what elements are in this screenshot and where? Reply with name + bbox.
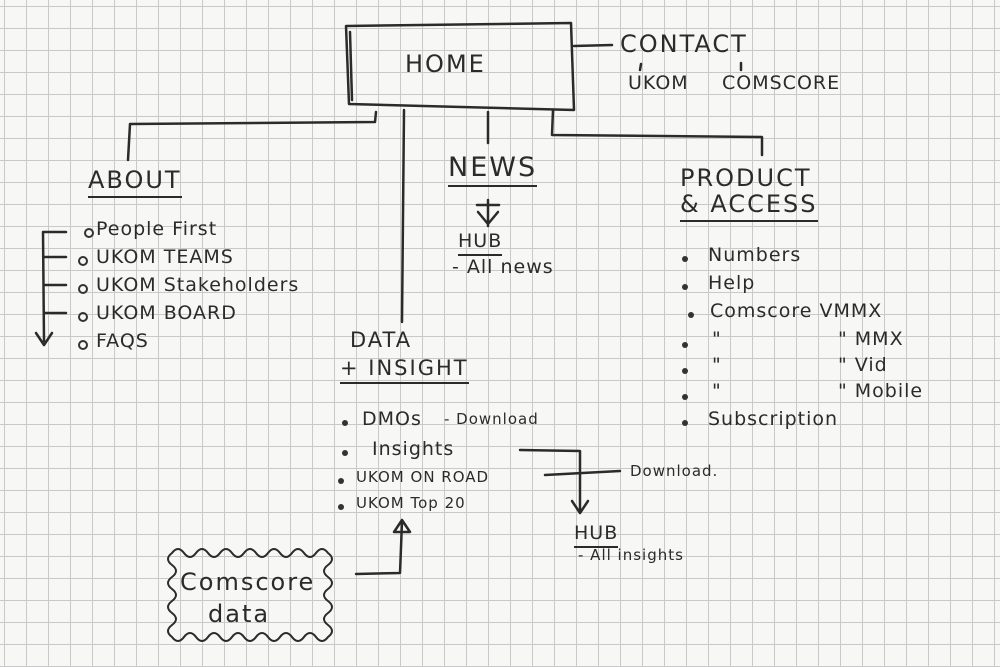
- home-box-double-line: [348, 30, 354, 102]
- product-item-mmx: " MMX: [838, 328, 904, 350]
- about-bracket: [34, 230, 68, 347]
- contact-item-ukom: UKOM: [628, 72, 689, 94]
- home-to-about-line: [126, 110, 378, 162]
- product-title-line1: PRODUCT: [680, 164, 812, 192]
- news-title: NEWS: [448, 152, 538, 187]
- comscore-cloud: [167, 548, 333, 642]
- about-item-ukom-stakeholders: UKOM Stakeholders: [96, 274, 300, 296]
- product-item-comscore-vmmx: Comscore VMMX: [710, 300, 883, 322]
- about-item-faqs: FAQS: [96, 330, 149, 352]
- data-item-ukom-on-road: UKOM ON ROAD: [356, 468, 490, 486]
- comscore-label-line2: data: [208, 600, 271, 628]
- product-bullet: [682, 284, 688, 290]
- home-to-data-line: [400, 108, 406, 324]
- about-bullet: [84, 228, 94, 238]
- home-label: HOME: [405, 50, 486, 78]
- about-bullet: [78, 340, 88, 350]
- about-bullet: [78, 284, 88, 294]
- contact-item-comscore: COMSCORE: [722, 72, 841, 94]
- news-hub-title: HUB: [458, 230, 503, 256]
- insights-hub-item: - All insights: [578, 546, 684, 564]
- news-hub-item: - All news: [452, 256, 554, 278]
- road-to-download-line: [543, 469, 622, 477]
- product-bullet: [682, 342, 688, 348]
- product-bullet: [688, 312, 694, 318]
- product-item-subscription: Subscription: [708, 408, 839, 430]
- product-bullet: [682, 394, 688, 400]
- product-ditto-2: ": [712, 354, 722, 376]
- data-road-download: Download.: [630, 462, 719, 480]
- data-item-ukom-top-20: UKOM Top 20: [356, 494, 466, 512]
- about-item-people-first: People First: [96, 218, 218, 240]
- about-title: ABOUT: [88, 166, 182, 198]
- data-item-insights: Insights: [372, 438, 455, 460]
- home-box: [344, 21, 576, 112]
- data-bullet: [342, 450, 348, 456]
- insights-to-hub-arrow: [518, 448, 590, 515]
- news-to-hub-arrow: [475, 198, 501, 228]
- product-item-numbers: Numbers: [708, 244, 802, 266]
- product-ditto-3: ": [712, 380, 722, 402]
- about-bullet: [78, 312, 88, 322]
- product-item-help: Help: [708, 272, 756, 294]
- data-bullet: [342, 420, 348, 426]
- insights-hub-title: HUB: [574, 522, 619, 548]
- product-ditto-1: ": [712, 328, 722, 350]
- about-item-ukom-teams: UKOM TEAMS: [96, 246, 234, 268]
- contact-title: CONTACT: [620, 30, 748, 58]
- data-dmos-download: - Download: [444, 410, 539, 428]
- data-bullet: [338, 478, 344, 484]
- data-bullet: [338, 504, 344, 510]
- data-item-dmos: DMOs: [362, 408, 422, 430]
- product-bullet: [682, 368, 688, 374]
- about-bullet: [78, 256, 88, 266]
- comscore-to-top20-arrow: [354, 518, 412, 576]
- product-title-line2: & ACCESS: [680, 190, 818, 222]
- product-bullet: [682, 420, 688, 426]
- home-to-contact-line: [572, 43, 614, 48]
- product-item-vid: " Vid: [838, 354, 888, 376]
- home-to-product-line: [550, 108, 764, 157]
- data-title-line2: + INSIGHT: [340, 356, 469, 384]
- comscore-label-line1: Comscore: [180, 568, 316, 596]
- product-item-mobile: " Mobile: [838, 380, 924, 402]
- data-title-line1: DATA: [350, 328, 413, 352]
- product-bullet: [682, 256, 688, 262]
- about-item-ukom-board: UKOM BOARD: [96, 302, 237, 324]
